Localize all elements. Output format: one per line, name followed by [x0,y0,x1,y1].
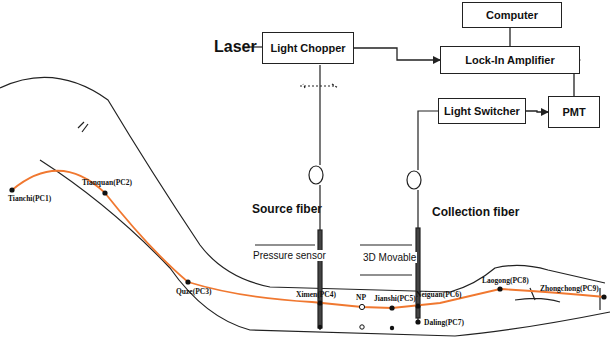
movable-line [360,244,412,245]
box-label: Light Chopper [270,42,345,54]
acupoint [497,286,502,291]
control-point [360,325,364,329]
source-probe [318,230,322,328]
sensor-line [255,244,315,245]
text-label: Ximen(PC4) [296,290,336,299]
box-label: Light Switcher [444,105,520,117]
text-label: Tianchi(PC1) [8,194,51,203]
acupoint [601,294,606,299]
box-label: Computer [486,9,538,21]
acupoint [185,279,190,284]
non-point [359,304,364,309]
connector [509,28,510,46]
control-point [318,325,322,329]
arm-lower-outline [40,160,610,336]
text-label: Daling(PC7) [424,318,464,327]
text-label: Zhongchong(PC9) [540,284,599,293]
box-label: PMT [562,106,585,118]
text-label: NP [356,293,366,302]
fiber-coil [309,166,323,184]
connector [354,48,440,60]
text-label: Collection fiber [432,205,519,219]
text-label: Jianshi(PC5) [374,294,416,303]
acupoint [317,300,322,305]
text-label: Source fiber [252,202,322,216]
meridian-line [12,171,605,308]
text-label: Tianquan(PC2) [82,178,132,187]
acupoint [102,190,107,195]
box-label: Lock-In Amplifier [465,54,554,66]
process-box: Computer [462,2,562,28]
arm-upper-outline [0,77,605,292]
arm-mark [78,122,88,132]
connector [526,111,548,112]
acupoint [389,305,394,310]
acupoint [9,187,14,192]
fiber-coil [407,171,421,189]
process-box: Light Chopper [262,32,354,64]
collection-probe [416,228,420,318]
scan-arrow [300,84,338,88]
text-label: 3D Movable [362,252,417,263]
text-label: Pressure sensor [252,250,327,261]
acupoint [415,303,420,308]
control-point [390,326,394,330]
text-label: Quze(PC3) [176,287,211,296]
acupoint [415,319,420,324]
process-box: Lock-In Amplifier [440,46,580,74]
text-label: Laser [214,38,257,56]
finger-tip [599,288,600,310]
movable-line [360,274,412,275]
text-label: Neiguan(PC6) [416,290,461,299]
process-box: Light Switcher [438,98,526,124]
text-label: Laogong(PC8) [482,276,529,285]
process-box: PMT [548,96,600,128]
